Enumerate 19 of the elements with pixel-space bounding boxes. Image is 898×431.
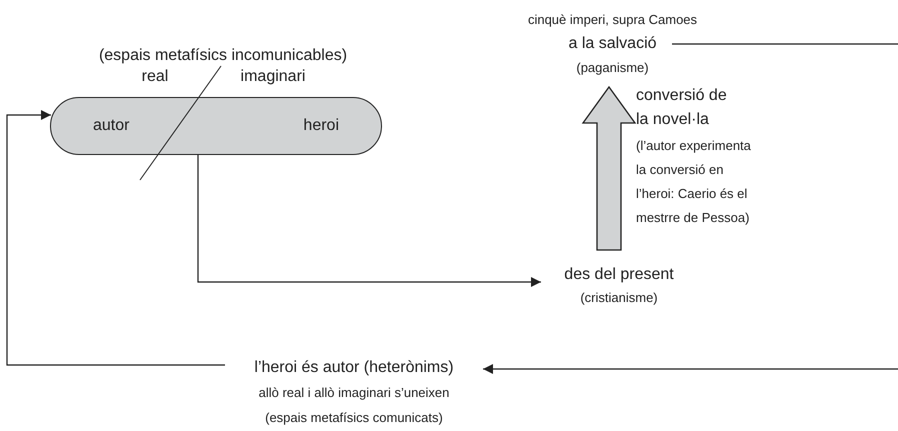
node-text: a la salvació	[568, 34, 657, 54]
annotation-text: imaginari	[240, 67, 306, 87]
node-text: (espais metafísics comunicats)	[265, 409, 443, 427]
arrow	[483, 364, 898, 374]
arrow	[6, 110, 225, 366]
node-text: l’heroi és autor (heterònims)	[254, 358, 454, 378]
block-arrow	[582, 86, 636, 251]
node-text: autor	[93, 116, 130, 136]
edge-label: conversió de la novel·la	[636, 86, 728, 130]
node-text: (cristianisme)	[580, 289, 658, 307]
node-text: allò real i allò imaginari s’uneixen	[258, 384, 450, 402]
node-text: cinquè imperi, supra Camoes	[528, 11, 698, 29]
annotation-text: (l’autor experimenta la conversió en l’heroi: Caerio és el mestrre de Pessoa)	[636, 137, 752, 227]
arrow	[197, 155, 541, 287]
node-text: des del present	[564, 265, 674, 285]
node-text: (paganisme)	[576, 59, 649, 77]
node-text: heroi	[303, 116, 339, 136]
annotation-text: (espais metafísics incomunicables)	[98, 46, 348, 66]
annotation-text: real	[140, 67, 170, 87]
